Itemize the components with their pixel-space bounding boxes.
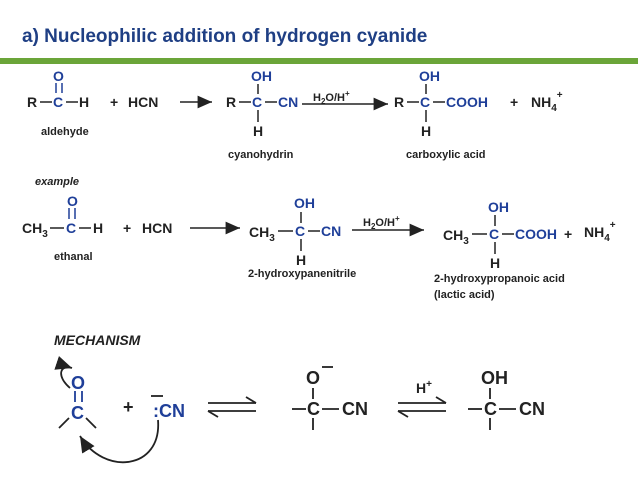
hydrogen: H bbox=[421, 123, 431, 139]
plus-sign: + bbox=[123, 220, 131, 236]
hcn-reagent: HCN bbox=[142, 220, 172, 236]
aldehyde-structure: R C H O aldehyde bbox=[27, 68, 89, 138]
methyl-group: CH3 bbox=[249, 224, 275, 244]
nitrile-group: CN bbox=[342, 399, 368, 419]
carboxylic-acid-structure: R C COOH OH H carboxylic acid bbox=[394, 68, 488, 161]
carboxyl-group: COOH bbox=[446, 94, 488, 110]
hydroxypropanenitrile-structure: CH3 C CN OH H 2-hydroxypanenitrile bbox=[248, 195, 356, 280]
hydrogen: H bbox=[296, 252, 306, 268]
carbonyl-carbon: C bbox=[53, 94, 63, 110]
carbonyl-carbon: C bbox=[71, 403, 84, 423]
central-carbon: C bbox=[295, 223, 305, 239]
alkoxide-oxygen: O bbox=[306, 368, 320, 388]
title-bar: a) Nucleophilic addition of hydrogen cya… bbox=[0, 0, 638, 72]
cyanide-ion: :CN bbox=[153, 401, 185, 421]
hydrogen: H bbox=[490, 255, 500, 271]
example-label: example bbox=[35, 176, 79, 188]
r-group: R bbox=[394, 94, 404, 110]
plus-sign: + bbox=[564, 226, 572, 242]
r-group: R bbox=[27, 94, 37, 110]
carboxylic-acid-label: carboxylic acid bbox=[406, 149, 486, 161]
carbonyl-oxygen: O bbox=[53, 68, 64, 84]
carbonyl-oxygen: O bbox=[67, 193, 78, 209]
central-carbon: C bbox=[307, 399, 320, 419]
ethanal-label: ethanal bbox=[54, 251, 93, 263]
lactic-acid-structure: CH3 C COOH OH H 2-hydroxypropanoic acid … bbox=[434, 199, 565, 301]
electron-shift-arrow bbox=[54, 356, 73, 389]
nitrile-group: CN bbox=[321, 223, 341, 239]
acid-label-line1: 2-hydroxypropanoic acid bbox=[434, 273, 565, 285]
equilibrium-arrows-2 bbox=[397, 396, 447, 418]
equilibrium-arrows-1 bbox=[207, 396, 257, 418]
nitrile-group: CN bbox=[278, 94, 298, 110]
hydroxyl-group: OH bbox=[481, 368, 508, 388]
carboxyl-group: COOH bbox=[515, 226, 557, 242]
central-carbon: C bbox=[420, 94, 430, 110]
r-group: R bbox=[226, 94, 236, 110]
nucleophilic-attack-arrow bbox=[79, 419, 159, 464]
methyl-group: CH3 bbox=[22, 220, 48, 240]
carbonyl-reactant: O C bbox=[54, 356, 97, 429]
alkoxide-intermediate: O C CN bbox=[292, 366, 368, 430]
hydroxyl-group: OH bbox=[251, 68, 272, 84]
carbonyl-carbon: C bbox=[66, 220, 76, 236]
hydroxyl-group: OH bbox=[294, 195, 315, 211]
hydrogen: H bbox=[253, 123, 263, 139]
hcn-reagent: HCN bbox=[128, 94, 158, 110]
central-carbon: C bbox=[484, 399, 497, 419]
carbonyl-oxygen: O bbox=[71, 373, 85, 393]
acid-label-line2: (lactic acid) bbox=[434, 289, 495, 301]
proton-reagent: H+ bbox=[416, 379, 432, 396]
hydrogen: H bbox=[79, 94, 89, 110]
cyanohydrin-product: OH C CN bbox=[468, 368, 545, 430]
nitrile-group: CN bbox=[519, 399, 545, 419]
plus-sign: + bbox=[123, 397, 134, 417]
title-underline bbox=[0, 58, 638, 64]
hydrogen: H bbox=[93, 220, 103, 236]
hydrolysis-conditions: H2O/H+ bbox=[363, 214, 400, 231]
cyanohydrin-structure: R C CN OH H cyanohydrin bbox=[226, 68, 298, 161]
ammonium-ion: NH4+ bbox=[584, 220, 616, 244]
nitrile-label: 2-hydroxypanenitrile bbox=[248, 268, 356, 280]
methyl-group: CH3 bbox=[443, 227, 469, 247]
slide-title: a) Nucleophilic addition of hydrogen cya… bbox=[22, 26, 428, 47]
ethanal-structure: CH3 C H O ethanal bbox=[22, 193, 103, 263]
aldehyde-label: aldehyde bbox=[41, 126, 89, 138]
cyanide-nucleophile: :CN bbox=[79, 395, 185, 464]
plus-sign: + bbox=[510, 94, 518, 110]
cyanohydrin-label: cyanohydrin bbox=[228, 149, 294, 161]
hydroxyl-group: OH bbox=[488, 199, 509, 215]
ammonium-ion: NH4+ bbox=[531, 90, 563, 114]
mechanism-heading: MECHANISM bbox=[54, 332, 141, 348]
plus-sign: + bbox=[110, 94, 118, 110]
central-carbon: C bbox=[489, 226, 499, 242]
central-carbon: C bbox=[252, 94, 262, 110]
hydroxyl-group: OH bbox=[419, 68, 440, 84]
